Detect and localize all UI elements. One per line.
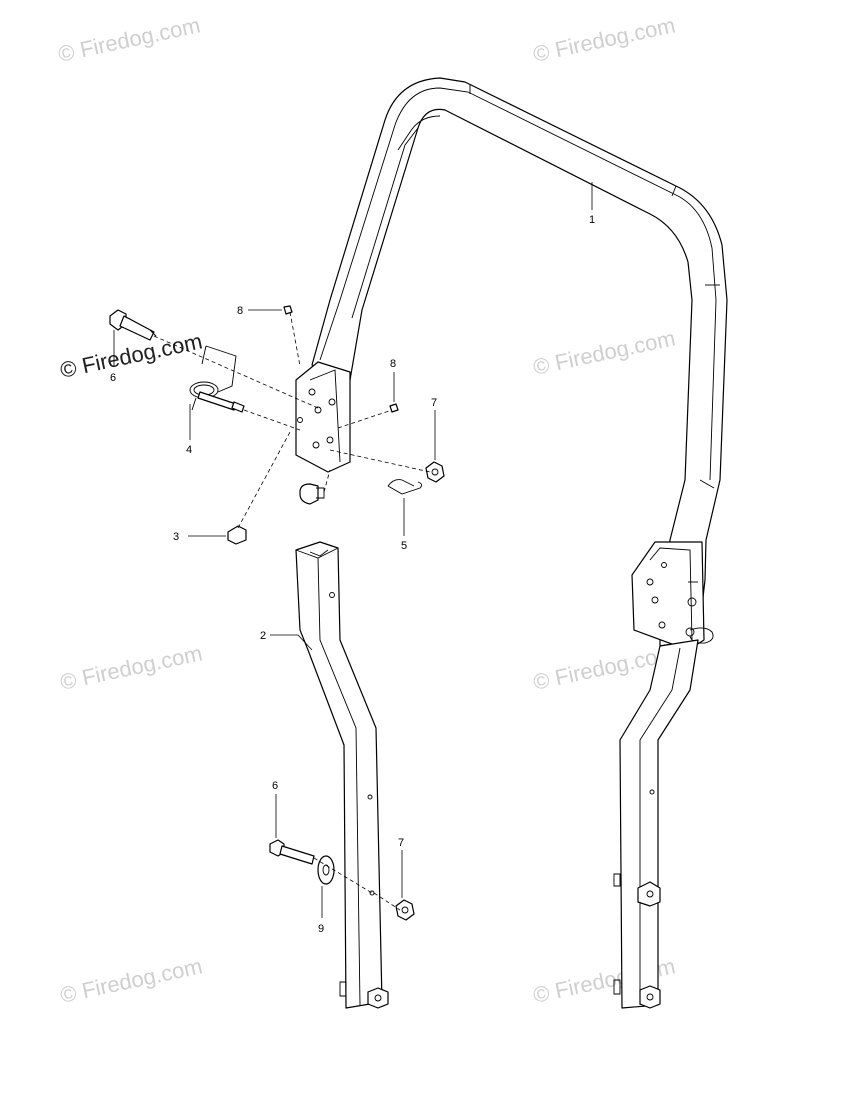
callout-4: 4 bbox=[186, 444, 192, 456]
callout-6-lower: 6 bbox=[272, 780, 278, 792]
callout-2: 2 bbox=[260, 630, 266, 642]
rops-upper-hoop bbox=[295, 77, 728, 651]
nut-small-mid bbox=[389, 403, 399, 413]
watermark-top-left: © Firedog.com bbox=[56, 12, 203, 67]
watermark-mid-right: © Firedog.com bbox=[531, 325, 678, 380]
end-cap-bracket bbox=[299, 483, 325, 505]
bolt-lower bbox=[269, 839, 315, 865]
callout-3: 3 bbox=[173, 531, 179, 543]
watermark-mid-left: © Firedog.com bbox=[58, 328, 205, 383]
washer-lower bbox=[317, 855, 335, 885]
callout-9: 9 bbox=[318, 923, 324, 935]
watermark-bottom-left: © Firedog.com bbox=[58, 953, 205, 1008]
callout-5: 5 bbox=[401, 540, 407, 552]
callout-8-mid: 8 bbox=[390, 358, 396, 370]
watermark-top-right: © Firedog.com bbox=[531, 12, 678, 67]
rops-lower-leg-right bbox=[613, 639, 699, 1009]
callouts: 1 2 3 4 5 6 6 7 7 8 8 9 bbox=[110, 214, 595, 935]
callout-7-upper: 7 bbox=[431, 397, 437, 409]
bolt-upper bbox=[109, 309, 157, 341]
rops-lower-leg-left bbox=[295, 541, 389, 1009]
end-cap-left bbox=[227, 525, 247, 545]
watermark-lower-left: © Firedog.com bbox=[58, 640, 205, 695]
nut-small-upper bbox=[283, 305, 293, 315]
callout-1: 1 bbox=[589, 214, 595, 226]
locknut-upper bbox=[425, 461, 445, 483]
callout-8-upper: 8 bbox=[237, 305, 243, 317]
callout-6-upper: 6 bbox=[110, 372, 116, 384]
assembly-lines bbox=[153, 311, 431, 911]
hitch-pin bbox=[189, 345, 245, 413]
leader-lines bbox=[113, 182, 593, 918]
locknut-lower bbox=[395, 899, 415, 921]
hair-pin-clip bbox=[387, 479, 423, 495]
callout-7-lower: 7 bbox=[398, 837, 404, 849]
